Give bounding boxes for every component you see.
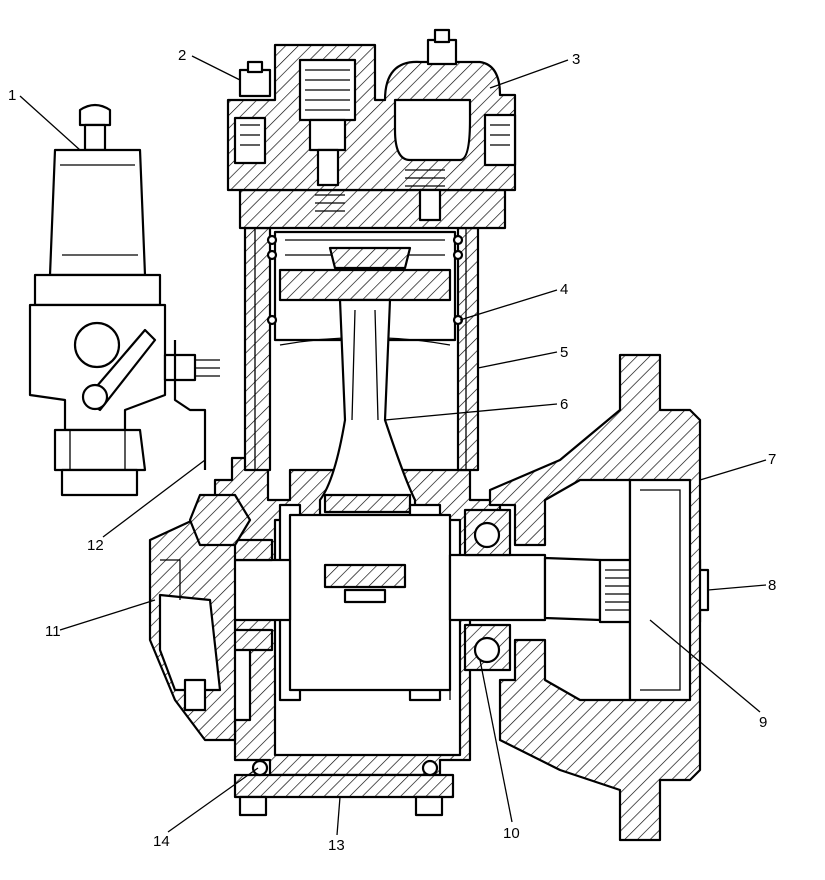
callout-14: 14 bbox=[153, 833, 170, 850]
end-cover bbox=[148, 493, 252, 742]
callout-10: 10 bbox=[503, 825, 520, 842]
callout-12: 12 bbox=[87, 537, 104, 554]
cylinder-block bbox=[243, 226, 480, 472]
callout-5: 5 bbox=[560, 344, 568, 361]
callout-8: 8 bbox=[768, 577, 776, 594]
callout-13: 13 bbox=[328, 837, 345, 854]
callout-6: 6 bbox=[560, 396, 568, 413]
leader-lines bbox=[19, 55, 767, 836]
crankshaft bbox=[173, 503, 602, 702]
drive-flange-housing bbox=[488, 353, 702, 842]
callout-11: 11 bbox=[45, 623, 61, 640]
ball-bearings bbox=[230, 508, 512, 672]
callout-9: 9 bbox=[759, 714, 767, 731]
cylinder-head bbox=[226, 28, 517, 230]
unloader-valve-assembly bbox=[28, 103, 220, 497]
callout-4: 4 bbox=[560, 281, 568, 298]
callout-labels: 1 2 3 4 5 6 7 8 9 10 11 12 13 14 bbox=[8, 47, 776, 854]
piston bbox=[266, 230, 464, 346]
callout-3: 3 bbox=[572, 51, 580, 68]
callout-7: 7 bbox=[768, 451, 776, 468]
callout-1: 1 bbox=[8, 87, 16, 104]
bottom-cover bbox=[233, 759, 455, 817]
callout-2: 2 bbox=[178, 47, 186, 64]
